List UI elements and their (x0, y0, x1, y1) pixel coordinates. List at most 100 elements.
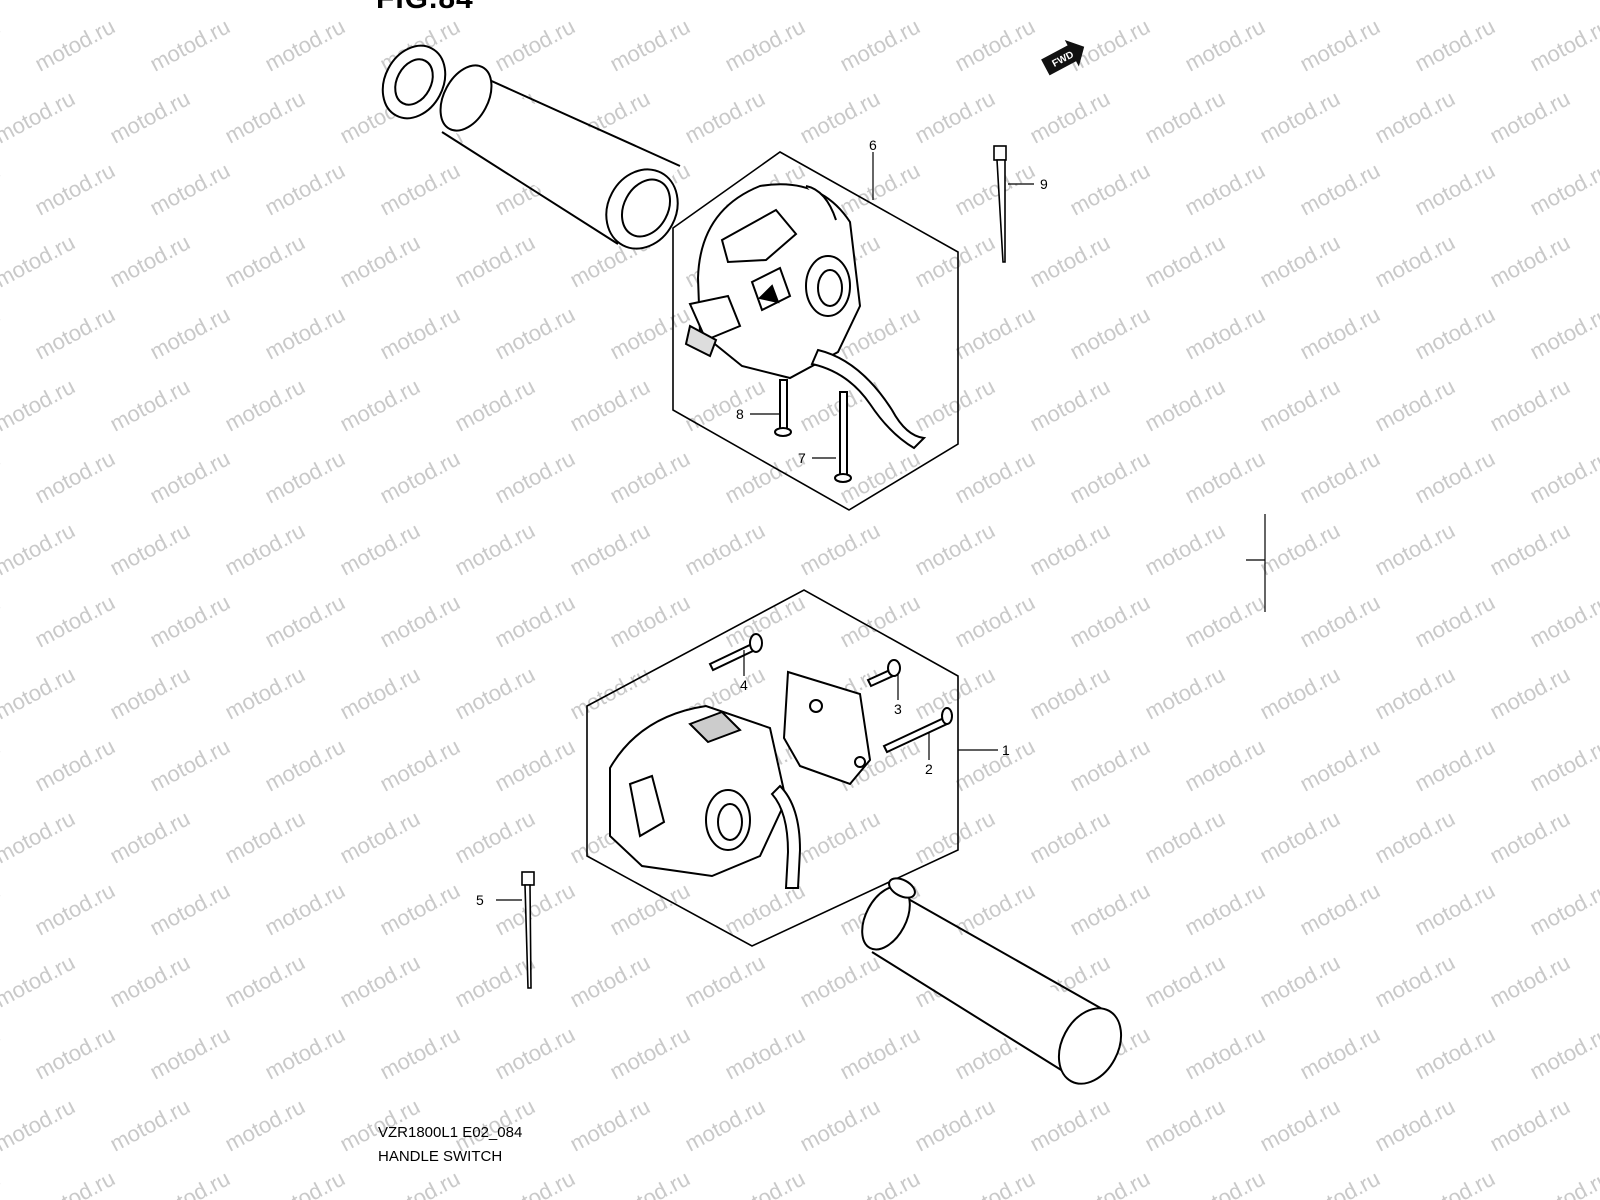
watermark-text: motod.ru (0, 230, 79, 293)
screw-2-illustration (882, 707, 953, 754)
watermark-text: motod.ru (1486, 518, 1574, 581)
watermark-text: motod.ru (1296, 1166, 1384, 1200)
watermark-text: motod.ru (146, 590, 234, 653)
watermark-text: motod.ru (146, 446, 234, 509)
watermark-text: motod.ru (911, 806, 999, 869)
watermark-text: motod.ru (1296, 14, 1384, 77)
watermark-text: motod.ru (1256, 1094, 1344, 1157)
watermark-text: motod.ru (261, 158, 349, 221)
watermark-text: motod.ru (146, 734, 234, 797)
watermark-text: motod.ru (261, 446, 349, 509)
watermark-text: motod.ru (1141, 0, 1229, 4)
watermark-text: motod.ru (1181, 734, 1269, 797)
callout-4: 4 (740, 677, 748, 693)
watermark-text: motod.ru (1256, 950, 1344, 1013)
watermark-text: motod.ru (451, 662, 539, 725)
watermark-text: motod.ru (0, 446, 4, 509)
watermark-text: motod.ru (0, 374, 79, 437)
watermark-text: motod.ru (606, 446, 694, 509)
watermark-text: motod.ru (1411, 14, 1499, 77)
watermark-text: motod.ru (31, 878, 119, 941)
watermark-text: motod.ru (681, 374, 769, 437)
watermark-text: motod.ru (491, 590, 579, 653)
watermark-text: motod.ru (1181, 1022, 1269, 1085)
watermark-text: motod.ru (1256, 230, 1344, 293)
watermark-text: motod.ru (1486, 806, 1574, 869)
watermark-text: motod.ru (221, 374, 309, 437)
watermark-text: motod.ru (1026, 86, 1114, 149)
watermark-text: motod.ru (31, 158, 119, 221)
watermark-text: motod.ru (1526, 590, 1600, 653)
leader-lines (496, 152, 1034, 901)
watermark-text: motod.ru (1296, 1022, 1384, 1085)
watermark-text: motod.ru (146, 1166, 234, 1200)
watermark-text: motod.ru (336, 374, 424, 437)
watermark-text: motod.ru (491, 302, 579, 365)
watermark-text: motod.ru (1181, 302, 1269, 365)
watermark-text: motod.ru (1066, 734, 1154, 797)
left-grip-illustration (381, 44, 681, 250)
watermark-text: motod.ru (1141, 806, 1229, 869)
watermark-text: motod.ru (1141, 86, 1229, 149)
watermark-text: motod.ru (0, 734, 4, 797)
watermark-text: motod.ru (1026, 1094, 1114, 1157)
watermark-text: motod.ru (1526, 14, 1600, 77)
watermark-text: motod.ru (0, 662, 79, 725)
watermark-text: motod.ru (1296, 302, 1384, 365)
watermark-text: motod.ru (1411, 1022, 1499, 1085)
watermark-text: motod.ru (261, 590, 349, 653)
watermark-text: motod.ru (1371, 0, 1459, 4)
watermark-text: motod.ru (836, 590, 924, 653)
upper-switch-assembly-box (672, 151, 959, 511)
watermark-text: motod.ru (376, 1166, 464, 1200)
section-bracket (1246, 514, 1266, 612)
watermark-text: motod.ru (606, 1166, 694, 1200)
watermark-text: motod.ru (146, 14, 234, 77)
watermark-text: motod.ru (1181, 878, 1269, 941)
watermark-text: motod.ru (1141, 374, 1229, 437)
left-switch-housing-illustration (609, 670, 872, 889)
cable-tie-9-illustration (993, 145, 1007, 263)
watermark-text: motod.ru (1486, 86, 1574, 149)
watermark-text: motod.ru (376, 302, 464, 365)
watermark-text: motod.ru (1256, 662, 1344, 725)
watermark-text: motod.ru (1296, 878, 1384, 941)
watermark-text: motod.ru (1411, 590, 1499, 653)
watermark-text: motod.ru (0, 806, 79, 869)
watermark-text: motod.ru (566, 0, 654, 4)
watermark-text: motod.ru (1181, 158, 1269, 221)
watermark-text: motod.ru (836, 14, 924, 77)
watermark-text: motod.ru (911, 86, 999, 149)
watermark-text: motod.ru (451, 374, 539, 437)
watermark-text: motod.ru (146, 878, 234, 941)
watermark-text: motod.ru (721, 1022, 809, 1085)
lower-switch-assembly-box (586, 589, 959, 947)
watermark-text: motod.ru (0, 950, 79, 1013)
watermark-text: motod.ru (1141, 1094, 1229, 1157)
watermark-text: motod.ru (911, 662, 999, 725)
watermark-text: motod.ru (1256, 374, 1344, 437)
watermark-text: motod.ru (31, 446, 119, 509)
watermark-text: motod.ru (721, 590, 809, 653)
watermark-text: motod.ru (606, 590, 694, 653)
watermark-text: motod.ru (336, 950, 424, 1013)
watermark-text: motod.ru (951, 1166, 1039, 1200)
watermark-text: motod.ru (911, 1094, 999, 1157)
watermark-text: motod.ru (1256, 0, 1344, 4)
watermark-text: motod.ru (146, 158, 234, 221)
watermark-text: motod.ru (0, 0, 79, 4)
callout-2: 2 (925, 761, 933, 777)
watermark-text: motod.ru (336, 806, 424, 869)
watermark-text: motod.ru (261, 14, 349, 77)
watermark-text: motod.ru (566, 1094, 654, 1157)
watermark-text: motod.ru (451, 0, 539, 4)
watermark-text: motod.ru (31, 14, 119, 77)
watermark-text: motod.ru (376, 878, 464, 941)
watermark-text: motod.ru (796, 518, 884, 581)
screw-8-illustration (774, 379, 792, 437)
watermark-text: motod.ru (1181, 446, 1269, 509)
watermark-text: motod.ru (1026, 806, 1114, 869)
watermark-text: motod.ru (221, 806, 309, 869)
figure-name: HANDLE SWITCH (378, 1148, 503, 1165)
